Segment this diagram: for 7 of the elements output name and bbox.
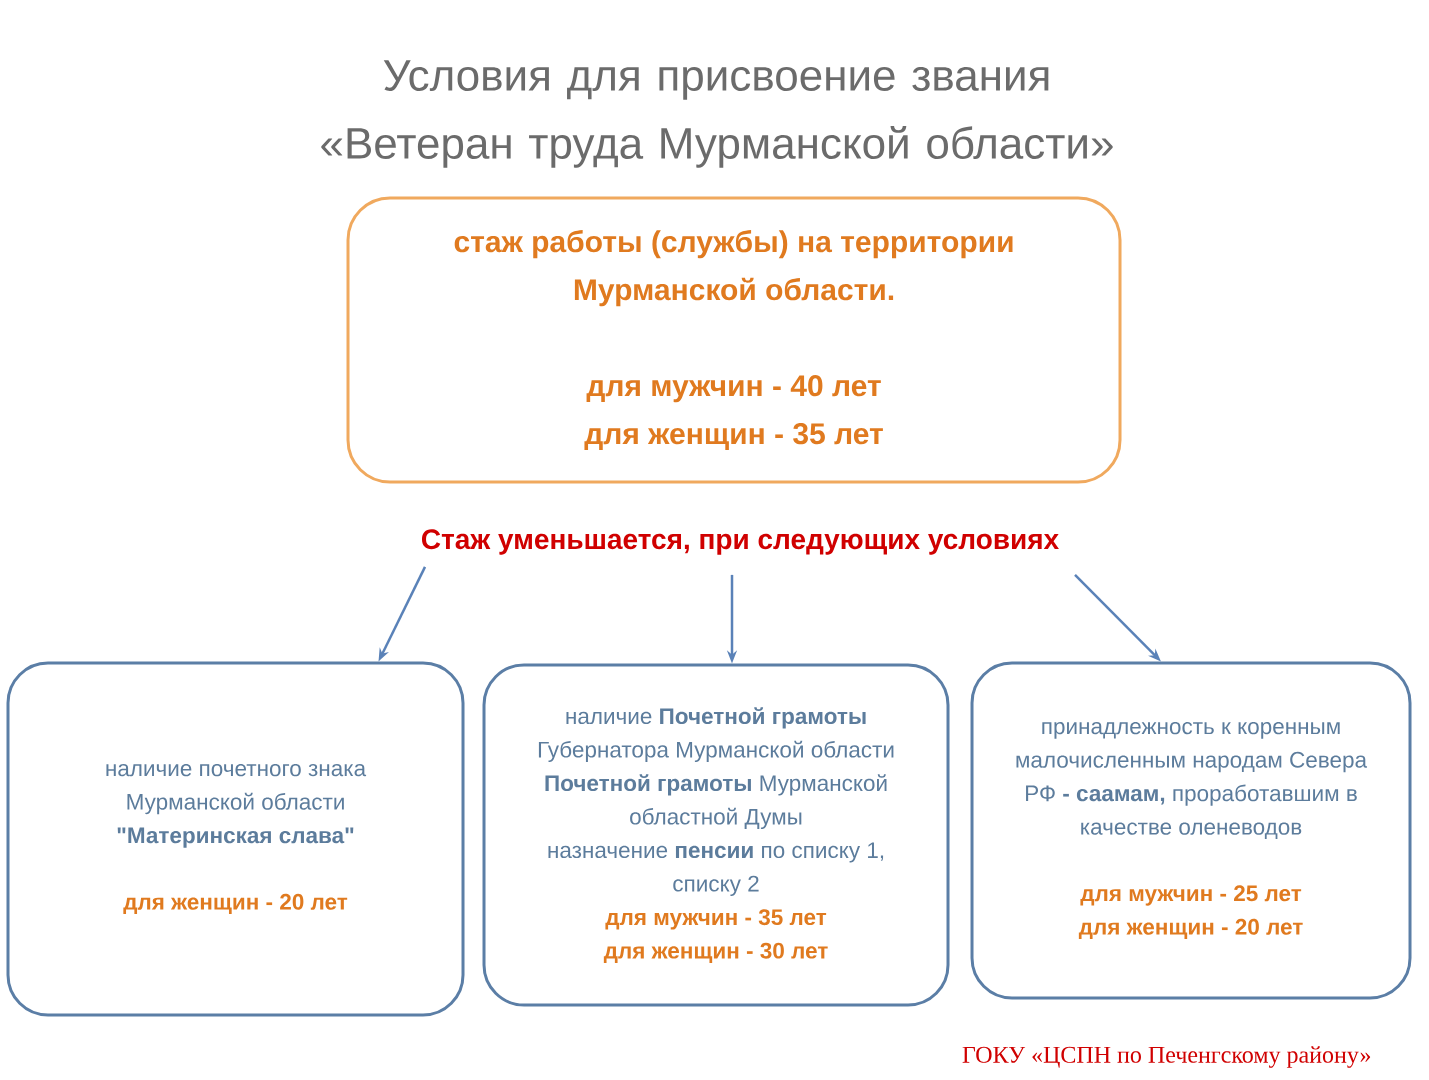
heading: Стаж уменьшается, при следующих условиях [422, 529, 1059, 555]
condition-box: наличие почетного знака Мурманской области "Материнская слава" для женщин - 20 лет [6, 661, 465, 1017]
footer-note: ГОКУ «ЦСПН по Печенгскому району» [962, 1046, 1371, 1068]
title: Условия для присвоение звания «Ветеран труда Мурманской области» [321, 60, 1113, 168]
condition-box: наличие Почетной грамоты Губернатора Мурманской области Почетной грамоты Мурманской областной Думы назначение пенсии по списку 1, списку 2 для мужчин - 35 лет для женщин - 30 лет [482, 663, 950, 1007]
condition-box: стаж работы (службы) на территории Мурманской области. для мужчин - 40 лет для женщин - 35 лет [346, 196, 1122, 484]
condition-box: принадлежность к коренным малочисленным народам Севера РФ - саамам, проработавшим в качестве оленеводов для мужчин - 25 лет для женщин - 20 лет [970, 661, 1412, 1000]
